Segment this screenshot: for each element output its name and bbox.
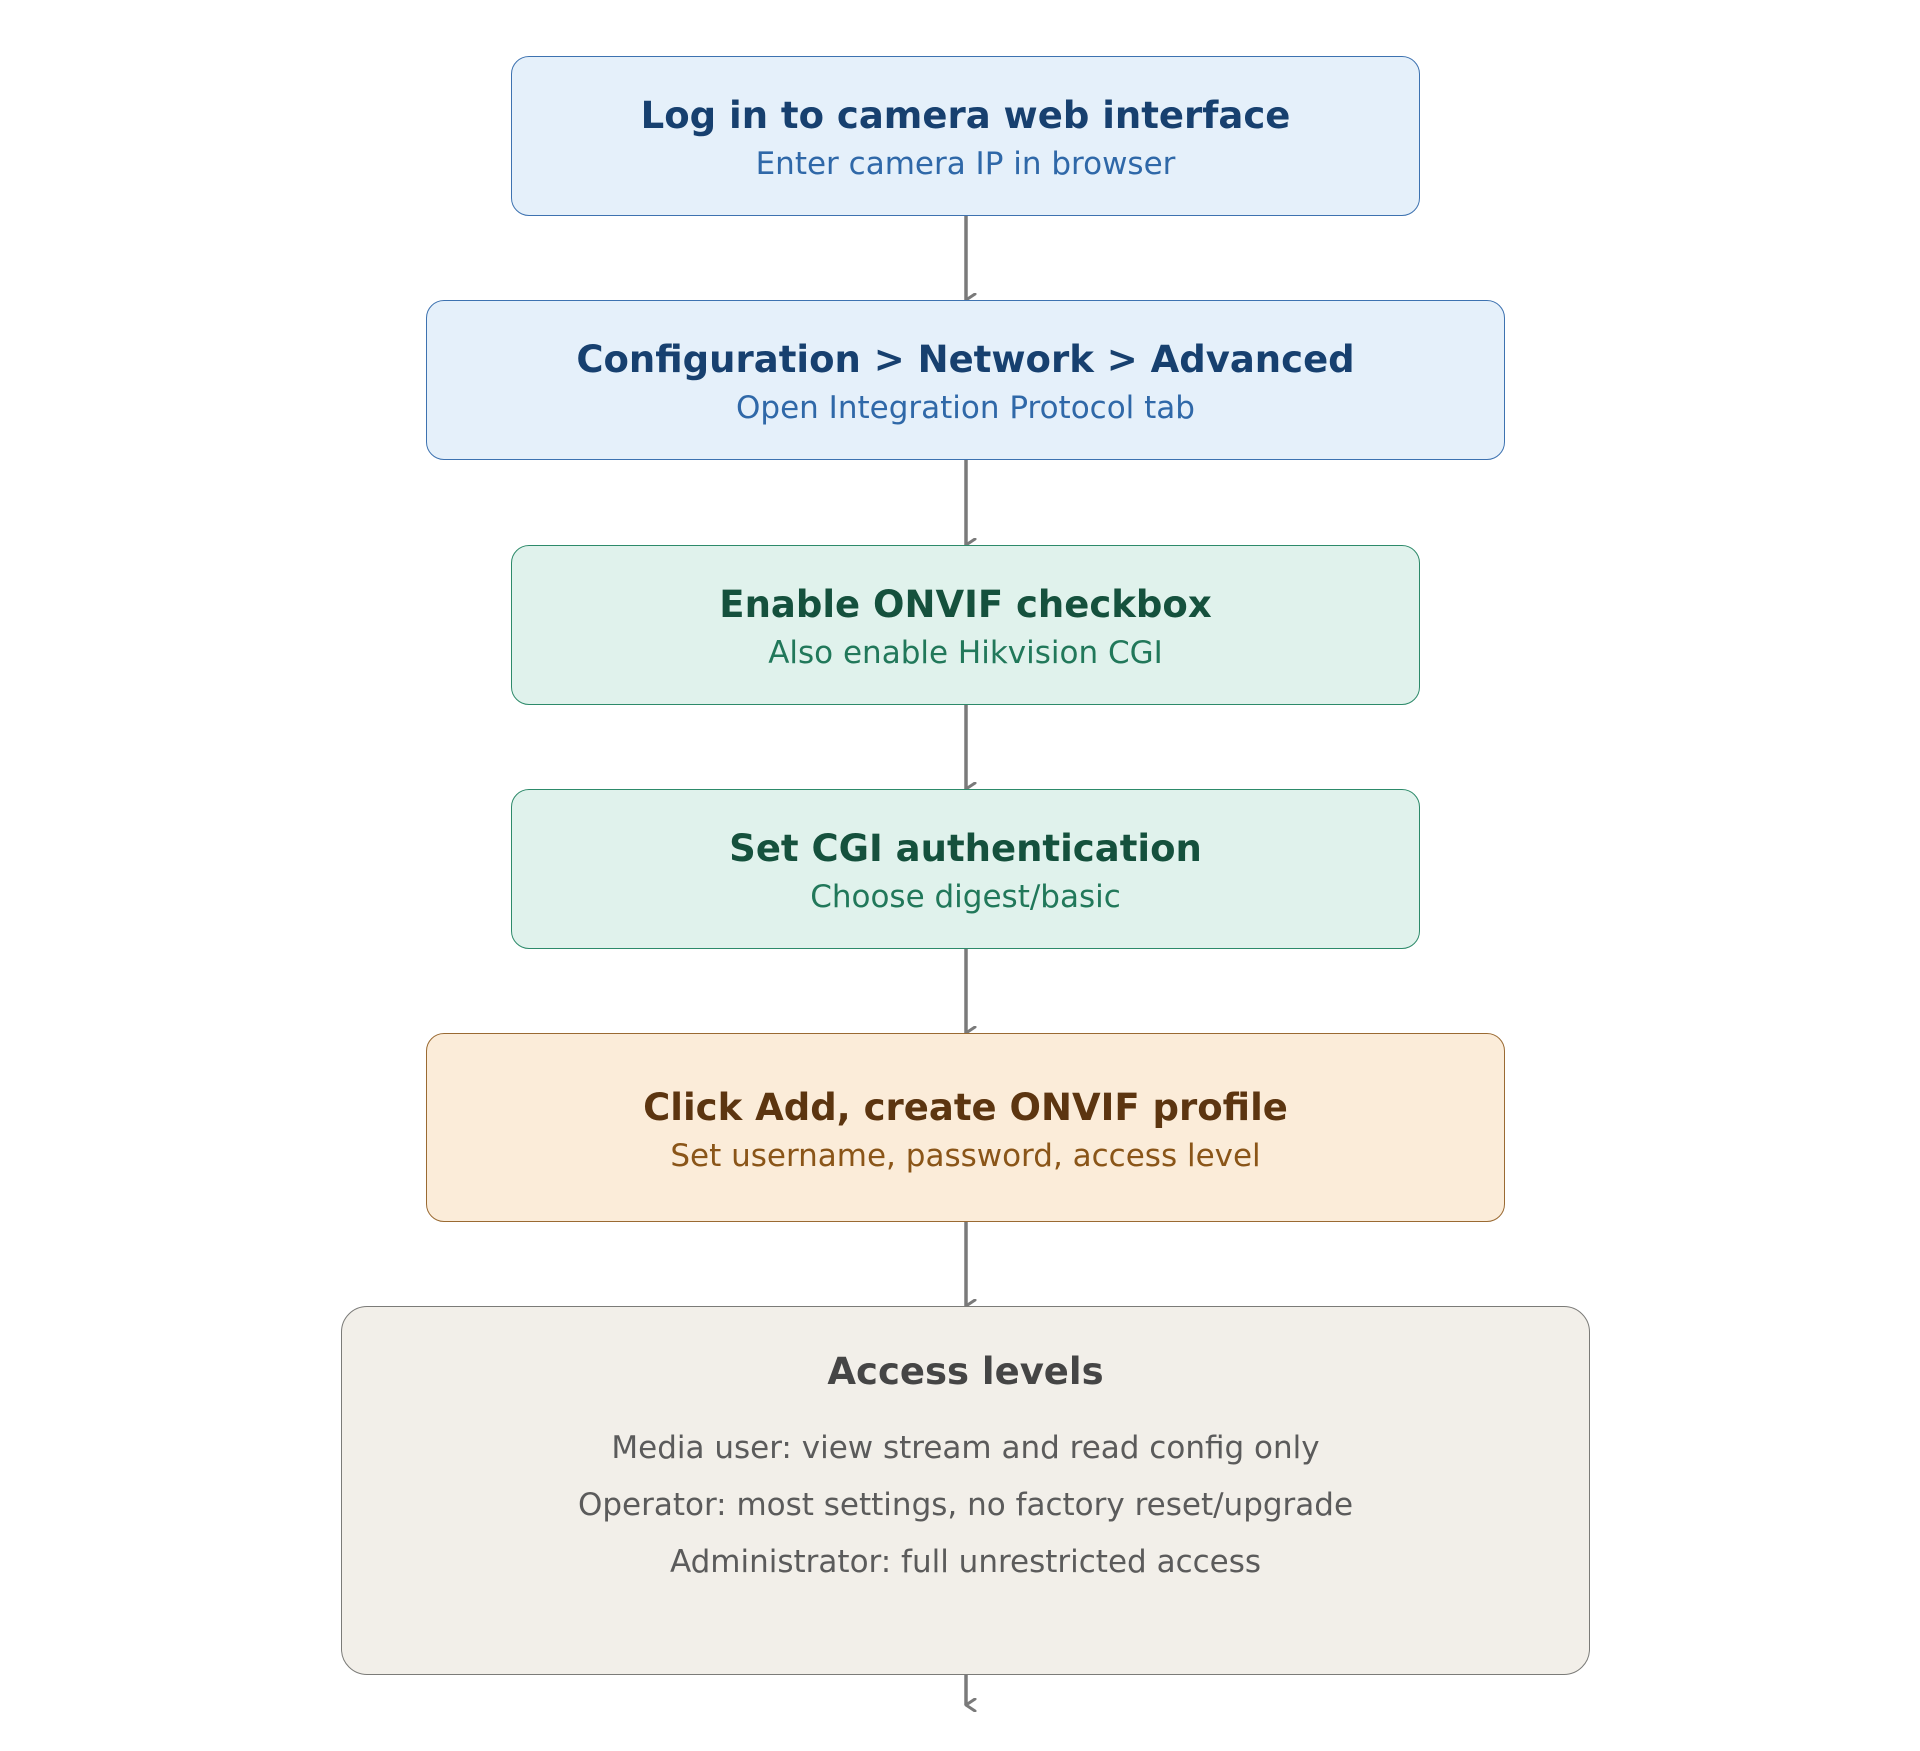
step-enable-onvif: Enable ONVIF checkbox Also enable Hikvis…: [511, 545, 1420, 705]
step-subtitle: Also enable Hikvision CGI: [768, 635, 1163, 671]
step-subtitle: Enter camera IP in browser: [755, 146, 1176, 182]
step-title: Enable ONVIF checkbox: [719, 583, 1212, 626]
step-title: Set CGI authentication: [729, 827, 1202, 870]
step-login: Log in to camera web interface Enter cam…: [511, 56, 1420, 216]
step-title: Log in to camera web interface: [640, 94, 1291, 137]
access-level-media-user: Media user: view stream and read config …: [611, 1430, 1320, 1466]
access-levels-panel: Access levels Media user: view stream an…: [341, 1306, 1590, 1675]
step-subtitle: Choose digest/basic: [810, 879, 1121, 915]
access-levels-title: Access levels: [827, 1350, 1104, 1393]
step-cgi-authentication: Set CGI authentication Choose digest/bas…: [511, 789, 1420, 949]
access-level-administrator: Administrator: full unrestricted access: [669, 1544, 1262, 1580]
step-title: Configuration > Network > Advanced: [576, 338, 1355, 381]
access-level-operator: Operator: most settings, no factory rese…: [577, 1487, 1354, 1523]
step-subtitle: Open Integration Protocol tab: [736, 390, 1195, 426]
step-subtitle: Set username, password, access level: [670, 1138, 1261, 1174]
step-title: Click Add, create ONVIF profile: [643, 1086, 1288, 1129]
step-create-onvif-profile: Click Add, create ONVIF profile Set user…: [426, 1033, 1505, 1222]
step-configuration-path: Configuration > Network > Advanced Open …: [426, 300, 1505, 460]
